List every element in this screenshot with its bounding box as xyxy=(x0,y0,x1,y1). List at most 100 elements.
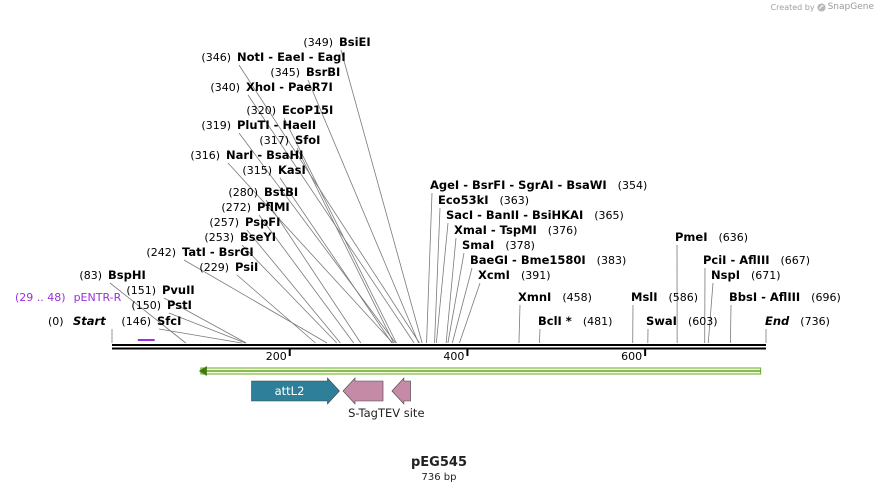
orf-arrow[interactable] xyxy=(198,366,762,376)
leader-xhoi-paer7i xyxy=(247,94,415,344)
leader-psii xyxy=(236,274,316,344)
leader-bbsi-afliii xyxy=(730,304,732,344)
site-position: (346) xyxy=(201,51,231,64)
site-smai[interactable]: SmaI(378) xyxy=(462,238,535,252)
feature-tev-site[interactable]: TEV site xyxy=(377,377,425,420)
plasmid-name: pEG545 xyxy=(411,455,467,470)
site-position: (315) xyxy=(242,164,272,177)
site-pvuii[interactable]: PvuII(151) xyxy=(126,283,194,297)
site-swai[interactable]: SwaI(603) xyxy=(646,314,718,328)
site-bsiei[interactable]: BsiEI(349) xyxy=(303,35,370,49)
site-name: XcmI xyxy=(478,268,510,282)
site-nari-bsahi[interactable]: NarI - BsaHI(316) xyxy=(190,148,303,162)
site-position: (391) xyxy=(521,269,551,282)
site-pluti-haeii[interactable]: PluTI - HaeII(319) xyxy=(201,118,316,132)
svg-text:NspI(671): NspI(671) xyxy=(711,268,781,282)
site-sfoi[interactable]: SfoI(317) xyxy=(259,133,320,147)
site-position: (319) xyxy=(201,119,231,132)
site-name: EcoP15I xyxy=(282,103,333,117)
plasmid-size: 736 bp xyxy=(421,472,457,483)
site-psii[interactable]: PsiI(229) xyxy=(199,260,258,274)
site-position: (146) xyxy=(121,315,151,328)
site-psti[interactable]: PstI (150) xyxy=(131,298,191,312)
leader-sfci xyxy=(158,328,242,344)
site-position: (636) xyxy=(719,231,749,244)
site-position: (340) xyxy=(210,81,240,94)
site-pspfi[interactable]: PspFI (257) xyxy=(209,215,280,229)
site-name: SmaI xyxy=(462,238,494,252)
site-tati-bsrgi[interactable]: TatI - BsrGI(242) xyxy=(146,245,253,259)
credit-brand: SnapGene xyxy=(827,2,874,12)
leader-bsrbi xyxy=(307,79,419,344)
leader-ecop15i xyxy=(283,117,397,344)
site-position: (671) xyxy=(751,269,781,282)
svg-text:XcmI(391): XcmI (391) xyxy=(478,268,551,282)
feature-s-tag[interactable]: S-Tag xyxy=(342,377,384,420)
site-position: (363) xyxy=(500,194,530,207)
site-eco53ki[interactable]: Eco53kI(363) xyxy=(438,193,529,207)
primer-pentr-r[interactable]: (29 .. 48)pENTR-R xyxy=(15,291,155,341)
svg-text:SfcI: SfcI xyxy=(157,314,181,328)
site-start[interactable]: (0)Start xyxy=(48,314,106,328)
svg-text:Start: Start xyxy=(73,314,106,328)
site-bsrbi[interactable]: BsrBI(345) xyxy=(270,65,340,79)
svg-text:BaeGI - Bme1580I(383): BaeGI - Bme1580I(383) xyxy=(470,253,626,267)
site-sfci[interactable]: SfcI (146) xyxy=(121,314,181,328)
leader-tati-bsrgi xyxy=(183,259,328,344)
site-name: BsrBI xyxy=(306,65,340,79)
svg-text:XhoI - PaeR7I: XhoI - PaeR7I xyxy=(246,80,333,94)
site-xmni[interactable]: XmnI(458) xyxy=(518,290,592,304)
site-position: (229) xyxy=(199,261,229,274)
site-msli[interactable]: MslI(586) xyxy=(631,290,698,304)
site-position: (481) xyxy=(583,315,613,328)
leader-nari-bsahi xyxy=(227,162,394,344)
site-saci-banii-bsihkai[interactable]: SacI - BanII - BsiHKAI(365) xyxy=(446,208,624,222)
site-xmai-tspmi[interactable]: XmaI - TspMI(376) xyxy=(454,223,577,237)
svg-text:PspFI: PspFI xyxy=(245,215,280,229)
site-position: (257) xyxy=(209,216,239,229)
site-name: PstI xyxy=(167,298,192,312)
leader-xcmi xyxy=(459,282,481,344)
site-position: (320) xyxy=(246,104,276,117)
site-pflmi[interactable]: PflMI(272) xyxy=(221,200,289,214)
site-position: (365) xyxy=(594,209,624,222)
site-name: BstBI xyxy=(264,185,298,199)
site-xhoi-paer7i[interactable]: XhoI - PaeR7I (340) xyxy=(210,80,332,94)
svg-text:BclI *(481): BclI *(481) xyxy=(538,314,612,328)
feature-attl2[interactable]: attL2 xyxy=(251,377,340,405)
site-name: SfcI xyxy=(157,314,181,328)
leader-pluti-haeii xyxy=(238,132,396,344)
site-position: (696) xyxy=(811,291,841,304)
leader-kasi xyxy=(279,177,393,344)
site-name: NotI - EaeI - EagI xyxy=(237,50,346,64)
svg-text:End(736): End(736) xyxy=(765,314,830,328)
site-baegi-bme1580i[interactable]: BaeGI - Bme1580I(383) xyxy=(470,253,626,267)
site-bseyi[interactable]: BseYI(253) xyxy=(204,230,276,244)
feature-label: S-Tag xyxy=(348,406,378,420)
svg-text:BspHI: BspHI xyxy=(108,268,146,282)
site-bstbi[interactable]: BstBI(280) xyxy=(228,185,298,199)
site-bcli[interactable]: BclI *(481) xyxy=(538,314,612,328)
site-labels: (0)Start BspHI(83) SfcI (146) PstI (150) PvuII… xyxy=(48,35,841,328)
site-ecop15i[interactable]: EcoP15I (320) xyxy=(246,103,333,117)
site-kasi[interactable]: KasI(315) xyxy=(242,163,305,177)
site-noti-eaei-eagi[interactable]: NotI - EaeI - EagI (346) xyxy=(201,50,345,64)
site-position: (151) xyxy=(126,284,156,297)
primer-range: (29 .. 48) xyxy=(15,291,66,304)
site-pmei[interactable]: PmeI (636) xyxy=(675,230,748,244)
leader-sfoi xyxy=(296,147,395,344)
site-end[interactable]: End(736) xyxy=(765,314,830,328)
site-bsphi[interactable]: BspHI(83) xyxy=(79,268,145,282)
site-nspi[interactable]: NspI(671) xyxy=(711,268,781,282)
site-name: PmeI xyxy=(675,230,708,244)
site-agei-bsrfi-sgrai-bsawi[interactable]: AgeI - BsrFI - SgrAI - BsaWI(354) xyxy=(430,178,647,192)
svg-text:NotI - EaeI - EagI: NotI - EaeI - EagI xyxy=(237,50,346,64)
site-position: (150) xyxy=(131,299,161,312)
backbone-bottom-strand xyxy=(112,347,766,350)
site-position: (354) xyxy=(618,179,648,192)
site-bbsi-afliii[interactable]: BbsI - AflIII(696) xyxy=(729,290,841,304)
site-xcmi[interactable]: XcmI (391) xyxy=(478,268,551,282)
snapgene-logo-icon xyxy=(817,2,826,12)
site-pcii-afliii[interactable]: PciI - AflIII(667) xyxy=(703,253,810,267)
